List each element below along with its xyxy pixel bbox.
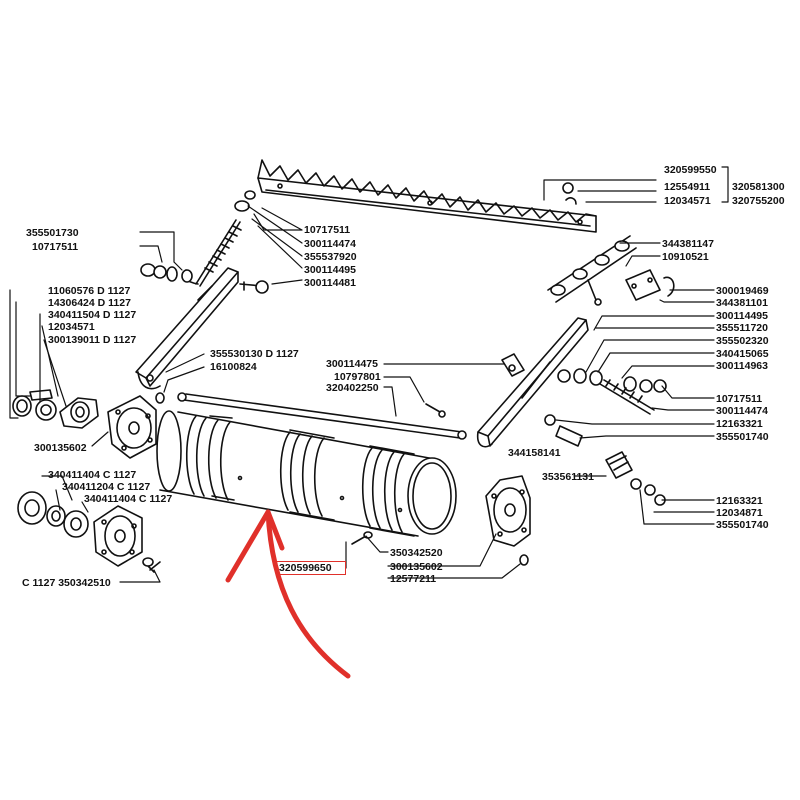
label-340411404-b: 340411404 C 1127 [84,493,173,505]
label-300139011: 300139011 D 1127 [48,334,137,346]
leader-lines [9,166,729,583]
label-300114495-right: 300114495 [716,310,768,322]
long-shaft [178,393,466,439]
label-10717511-right: 10717511 [716,393,763,405]
label-300135602-left: 300135602 [34,442,87,454]
left-bracket-arm [136,268,238,389]
label-10717511-left: 10717511 [32,241,79,253]
label-11060576: 11060576 D 1127 [48,285,131,297]
label-300114475: 300114475 [326,358,378,370]
label-344158141: 344158141 [508,447,561,459]
label-320755200: 320755200 [732,195,785,207]
chain-assembly [548,183,674,305]
threaded-rod [184,191,255,286]
label-12034571-top: 12034571 [664,195,711,207]
label-300019469: 300019469 [716,285,769,297]
label-344381101: 344381101 [716,297,768,309]
label-340415065: 340415065 [716,348,769,360]
label-355537920: 355537920 [304,251,357,263]
label-300114474-top: 300114474 [304,238,356,250]
label-12034571-left: 12034571 [48,321,95,333]
label-340411504-left: 340411504 D 1127 [48,309,137,321]
latch-part [502,354,524,376]
label-355502320: 355502320 [716,335,769,347]
label-12577211: 12577211 [390,573,437,585]
label-355530130: 355530130 D 1127 [210,348,299,360]
right-small-parts [545,369,666,505]
label-300114481: 300114481 [304,277,356,289]
label-355501740-b: 355501740 [716,519,769,531]
label-14306424: 14306424 D 1127 [48,297,131,309]
label-10717511-top: 10717511 [304,224,351,236]
label-344381147: 344381147 [662,238,714,250]
lower-left-hub-assembly [18,492,142,566]
label-300114474-right: 300114474 [716,405,768,417]
label-10910521: 10910521 [662,251,709,263]
label-340411204: 340411204 C 1127 [62,481,151,493]
label-320599550: 320599550 [664,164,717,176]
label-355511720: 355511720 [716,322,768,334]
label-355501740-a: 355501740 [716,431,769,443]
label-320581300: 320581300 C 1127 [732,181,785,193]
label-12163321-a: 12163321 [716,418,763,430]
left-hub-assembly [13,390,164,458]
label-320402250: 320402250 [326,382,379,394]
label-350342510: C 1127 350342510 [22,577,111,589]
right-end-plate [486,476,530,565]
right-bracket-arm [478,318,588,447]
label-355501730: 355501730 [26,227,79,239]
label-340411404-a: 340411404 C 1127 [48,469,137,481]
label-353561131: 353561131 [542,471,594,483]
label-320599650-highlighted: 320599650 [276,561,346,575]
main-drum [157,411,456,536]
red-arrow [228,512,348,676]
left-nuts [141,264,268,293]
toothed-bar [258,160,596,232]
label-10797801: 10797801 [334,371,381,383]
label-12163321-b: 12163321 [716,495,763,507]
label-12554911: 12554911 [664,181,711,193]
label-16100824: 16100824 [210,361,257,373]
label-300114963: 300114963 [716,360,768,372]
label-300114495-top: 300114495 [304,264,356,276]
label-12034871: 12034871 [716,507,763,519]
label-350342520: 350342520 [390,547,443,559]
label-300135602-right: 300135602 [390,561,443,573]
